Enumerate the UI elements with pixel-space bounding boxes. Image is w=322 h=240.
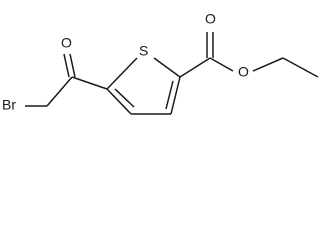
bond-c2-c3 <box>170 76 181 115</box>
atom-label-ketone-oxygen: O <box>61 35 72 51</box>
structure-canvas: Br O S O O <box>2 10 319 115</box>
bond-ketone-co-2 <box>69 53 76 78</box>
bond-c5-s <box>106 57 138 90</box>
bond-c2-c3-inner <box>165 80 174 110</box>
bond-c2-ester-c <box>179 57 211 78</box>
atom-label-ester-ether-oxygen: O <box>238 64 249 80</box>
bond-ketone-co-1 <box>63 53 70 78</box>
bond-c4-c5 <box>106 88 132 115</box>
bond-o-ch2 <box>252 57 284 72</box>
bond-s-c2 <box>153 57 181 78</box>
bond-ch2-carbonyl <box>46 76 73 107</box>
atom-label-sulfur: S <box>139 43 148 59</box>
bond-c4-c5-inner <box>114 88 135 108</box>
atom-label-ester-carbonyl-oxygen: O <box>205 11 216 27</box>
bond-ester-c-o <box>209 57 234 72</box>
bond-ch2-ch3 <box>282 57 319 78</box>
bond-carbonyl-c5 <box>71 76 108 90</box>
atom-label-bromine: Br <box>2 97 16 113</box>
molecule-diagram: Br O S O O <box>2 11 319 115</box>
